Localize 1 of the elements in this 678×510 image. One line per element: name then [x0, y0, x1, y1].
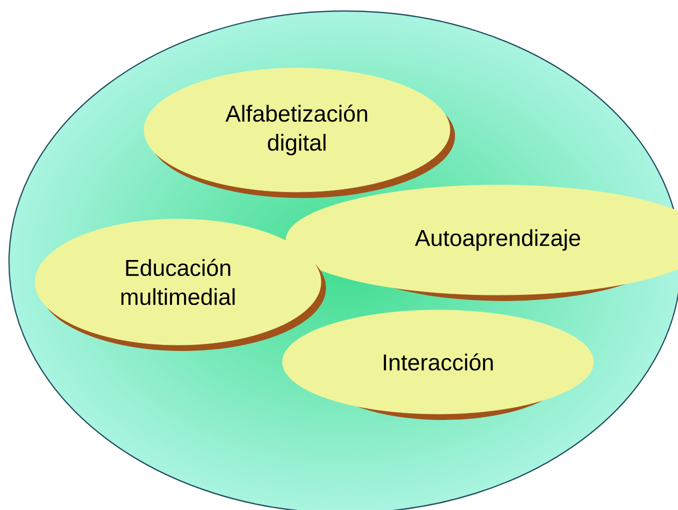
node-label: Autoaprendizaje [414, 229, 580, 251]
